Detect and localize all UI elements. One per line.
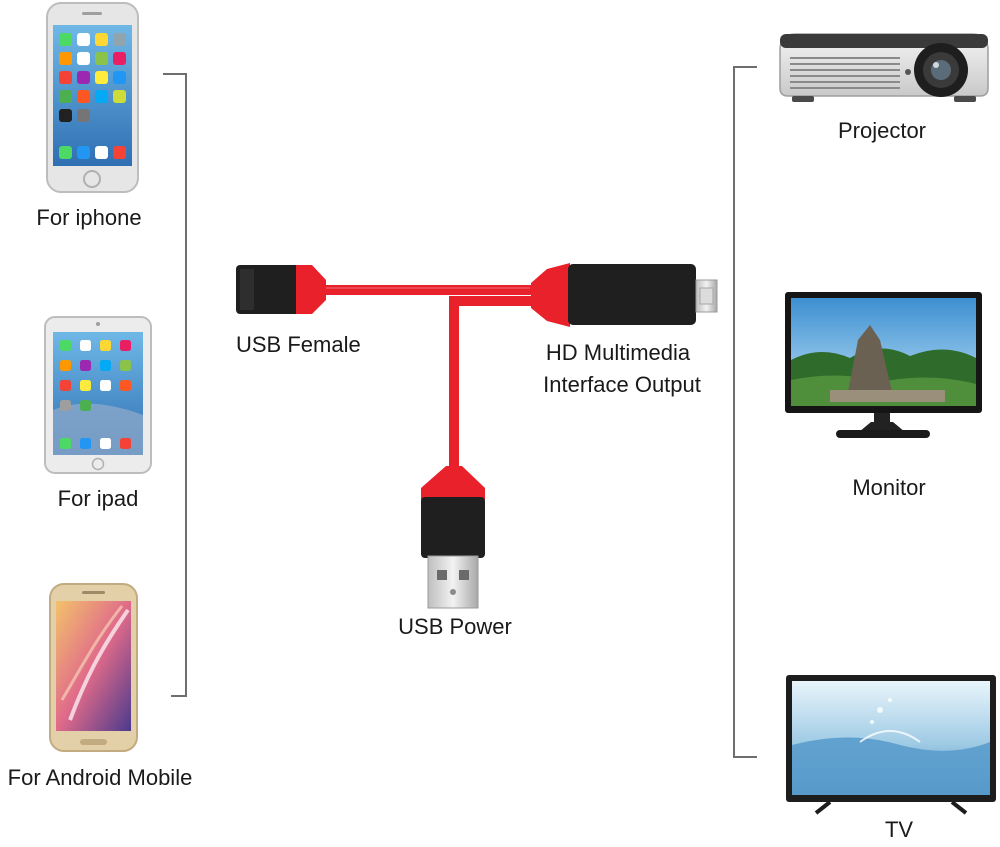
label-for-iphone: For iphone (36, 203, 141, 234)
label-for-ipad: For ipad (58, 484, 139, 515)
label-projector: Projector (838, 116, 926, 147)
usb-male-connector-icon (421, 466, 485, 608)
tablet-icon (45, 317, 151, 473)
label-usb-female: USB Female (236, 330, 361, 361)
cable (316, 290, 535, 470)
label-usb-power: USB Power (398, 612, 512, 643)
usb-female-connector-icon (236, 265, 326, 314)
hdmi-connector-icon (531, 263, 717, 327)
tv-icon (786, 675, 996, 813)
android-phone-icon (50, 584, 137, 751)
label-monitor: Monitor (852, 473, 925, 504)
projector-icon (780, 34, 988, 102)
label-hd-output-line2: Interface Output (543, 370, 701, 401)
label-hd-output-line1: HD Multimedia (546, 338, 690, 369)
label-for-android-mobile: For Android Mobile (8, 763, 193, 794)
label-tv: TV (885, 815, 913, 846)
monitor-icon (785, 292, 982, 438)
phone-icon (47, 3, 138, 192)
left-bracket (163, 74, 186, 696)
right-bracket (734, 67, 757, 757)
